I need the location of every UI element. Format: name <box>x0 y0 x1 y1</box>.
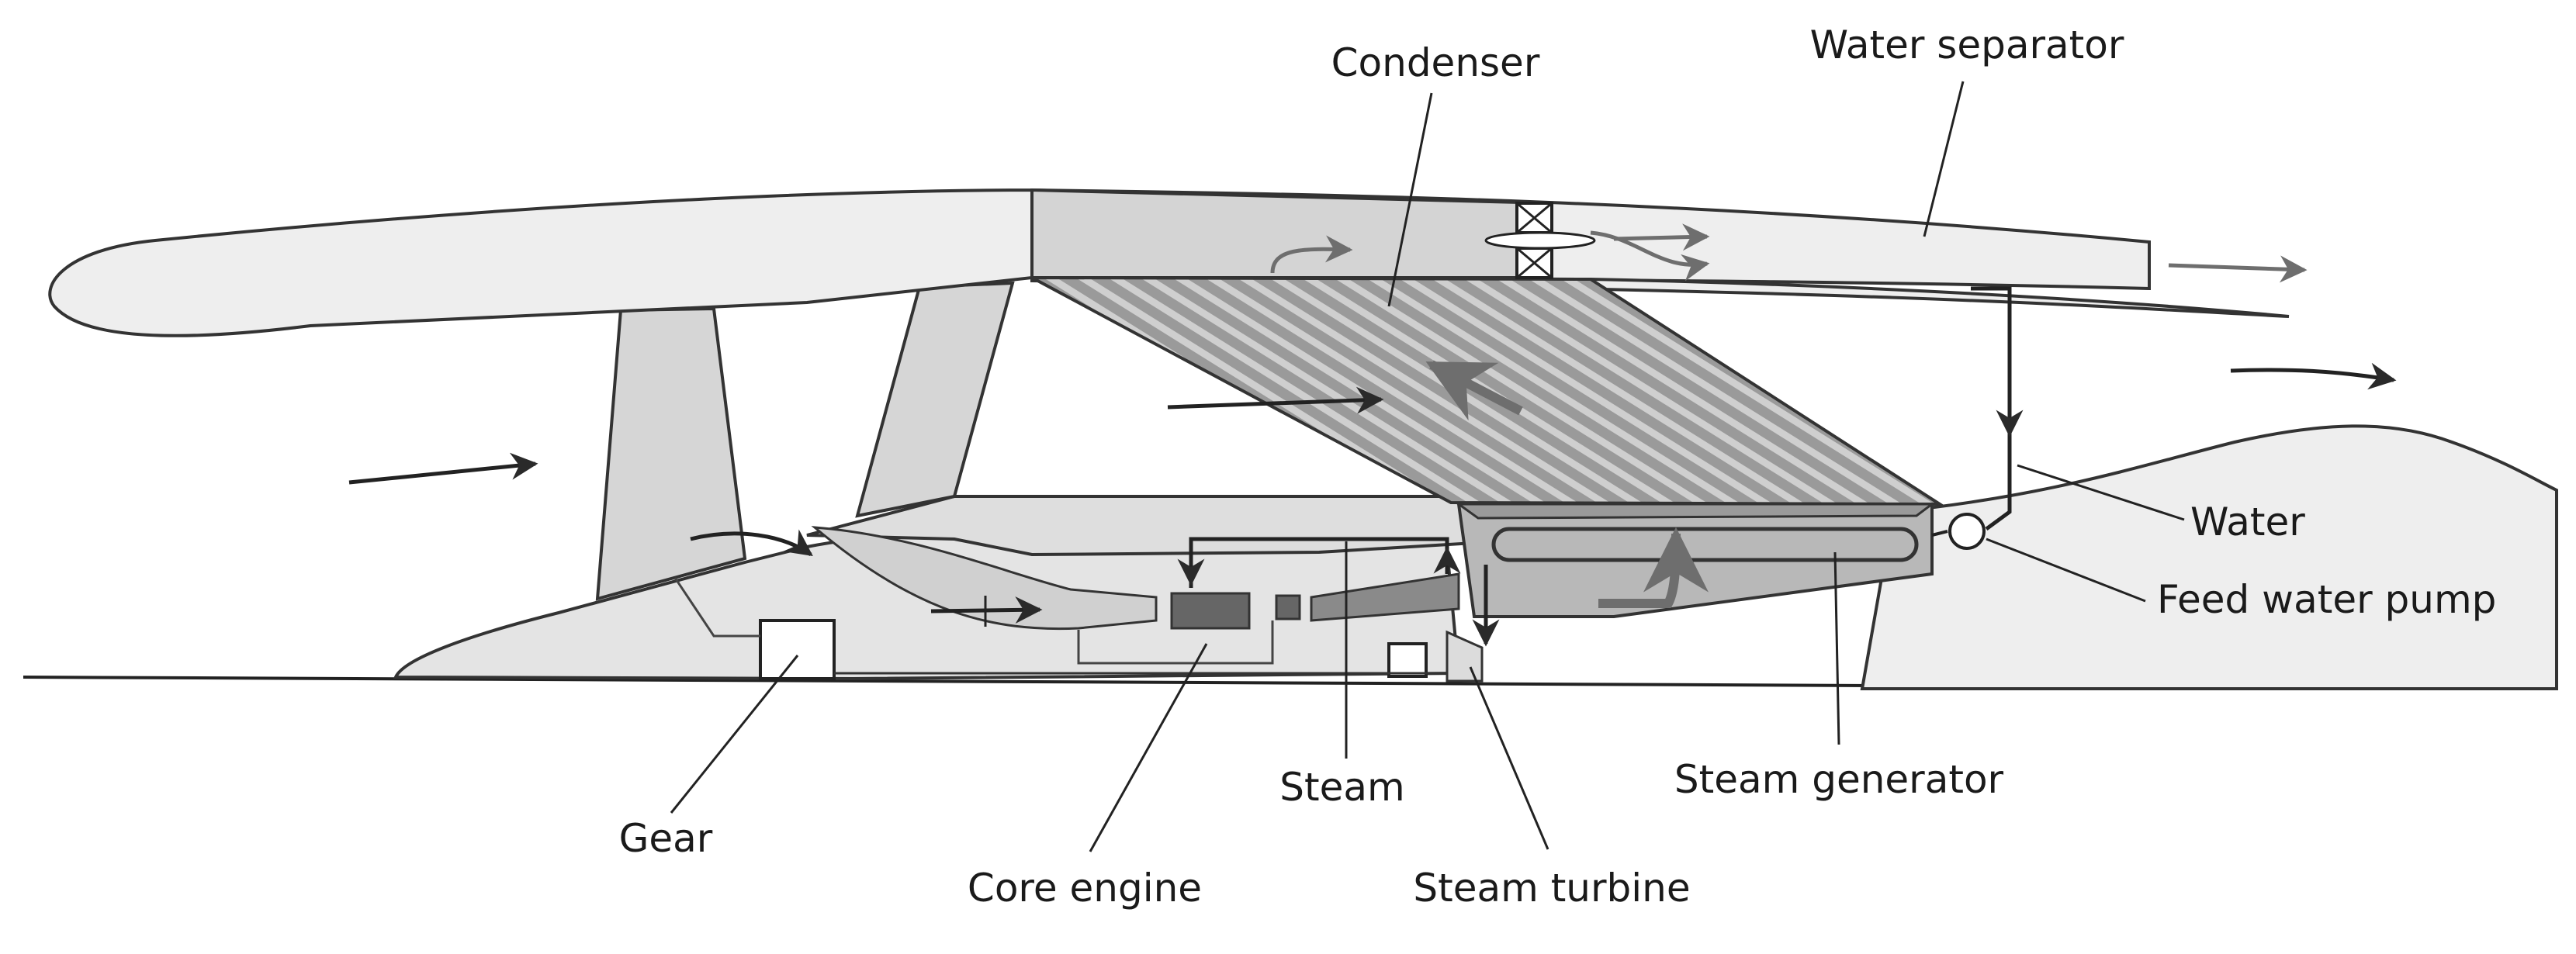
turbine-housing <box>1387 642 1428 678</box>
label-steam: Steam <box>1279 765 1404 810</box>
steam-rise-arrow <box>1598 527 1709 608</box>
separator-flow-arrow <box>1590 230 1710 282</box>
label-water: Water <box>2190 499 2305 544</box>
steam-generator-leader <box>1833 551 1840 745</box>
label-core-engine: Core engine <box>968 866 1202 911</box>
condenser-leader <box>1387 92 1433 307</box>
condenser-inflow-arrow <box>1167 386 1384 414</box>
water-return-line <box>1971 286 2012 531</box>
exhaust-arrow-upper <box>2168 255 2308 283</box>
label-feed-water-pump: Feed water pump <box>2157 577 2496 622</box>
steam-generator-top <box>1455 503 1936 520</box>
label-condenser: Condenser <box>1331 40 1540 85</box>
feed-water-pump-leader <box>1986 537 2146 603</box>
intake-curve-arrow <box>690 529 813 557</box>
water-separator-fan <box>1484 202 1596 279</box>
rear-strut <box>855 281 1015 518</box>
feed-water-pump <box>1948 513 1986 550</box>
label-steam-generator: Steam generator <box>1674 757 2004 802</box>
separator-exit-arrow <box>1613 223 1710 251</box>
rear-fairing <box>1860 424 2558 690</box>
water-leader <box>2017 464 2185 521</box>
steam-turbine-body <box>1446 630 1484 683</box>
core-support <box>1077 620 1274 665</box>
inflow-arrow <box>348 452 538 485</box>
gear-leader <box>670 655 799 814</box>
gear-link <box>673 577 760 638</box>
gearbox <box>759 619 836 680</box>
front-strut <box>595 306 747 601</box>
core-engine-leader <box>1089 643 1208 852</box>
label-water-separator: Water separator <box>1810 22 2124 67</box>
label-steam-turbine: Steam turbine <box>1413 866 1690 911</box>
condenser-housing <box>1030 188 1553 279</box>
core-engine <box>811 526 1460 631</box>
label-gear: Gear <box>619 816 713 861</box>
condenser-return-arrow <box>1425 360 1523 421</box>
housing-flow-arrow <box>1270 235 1353 274</box>
exhaust-arrow-lower <box>2230 362 2397 390</box>
steam-turbine-leader <box>1469 666 1549 850</box>
pump-feed-line <box>1931 530 1948 537</box>
water-separator-leader <box>1923 81 1965 237</box>
